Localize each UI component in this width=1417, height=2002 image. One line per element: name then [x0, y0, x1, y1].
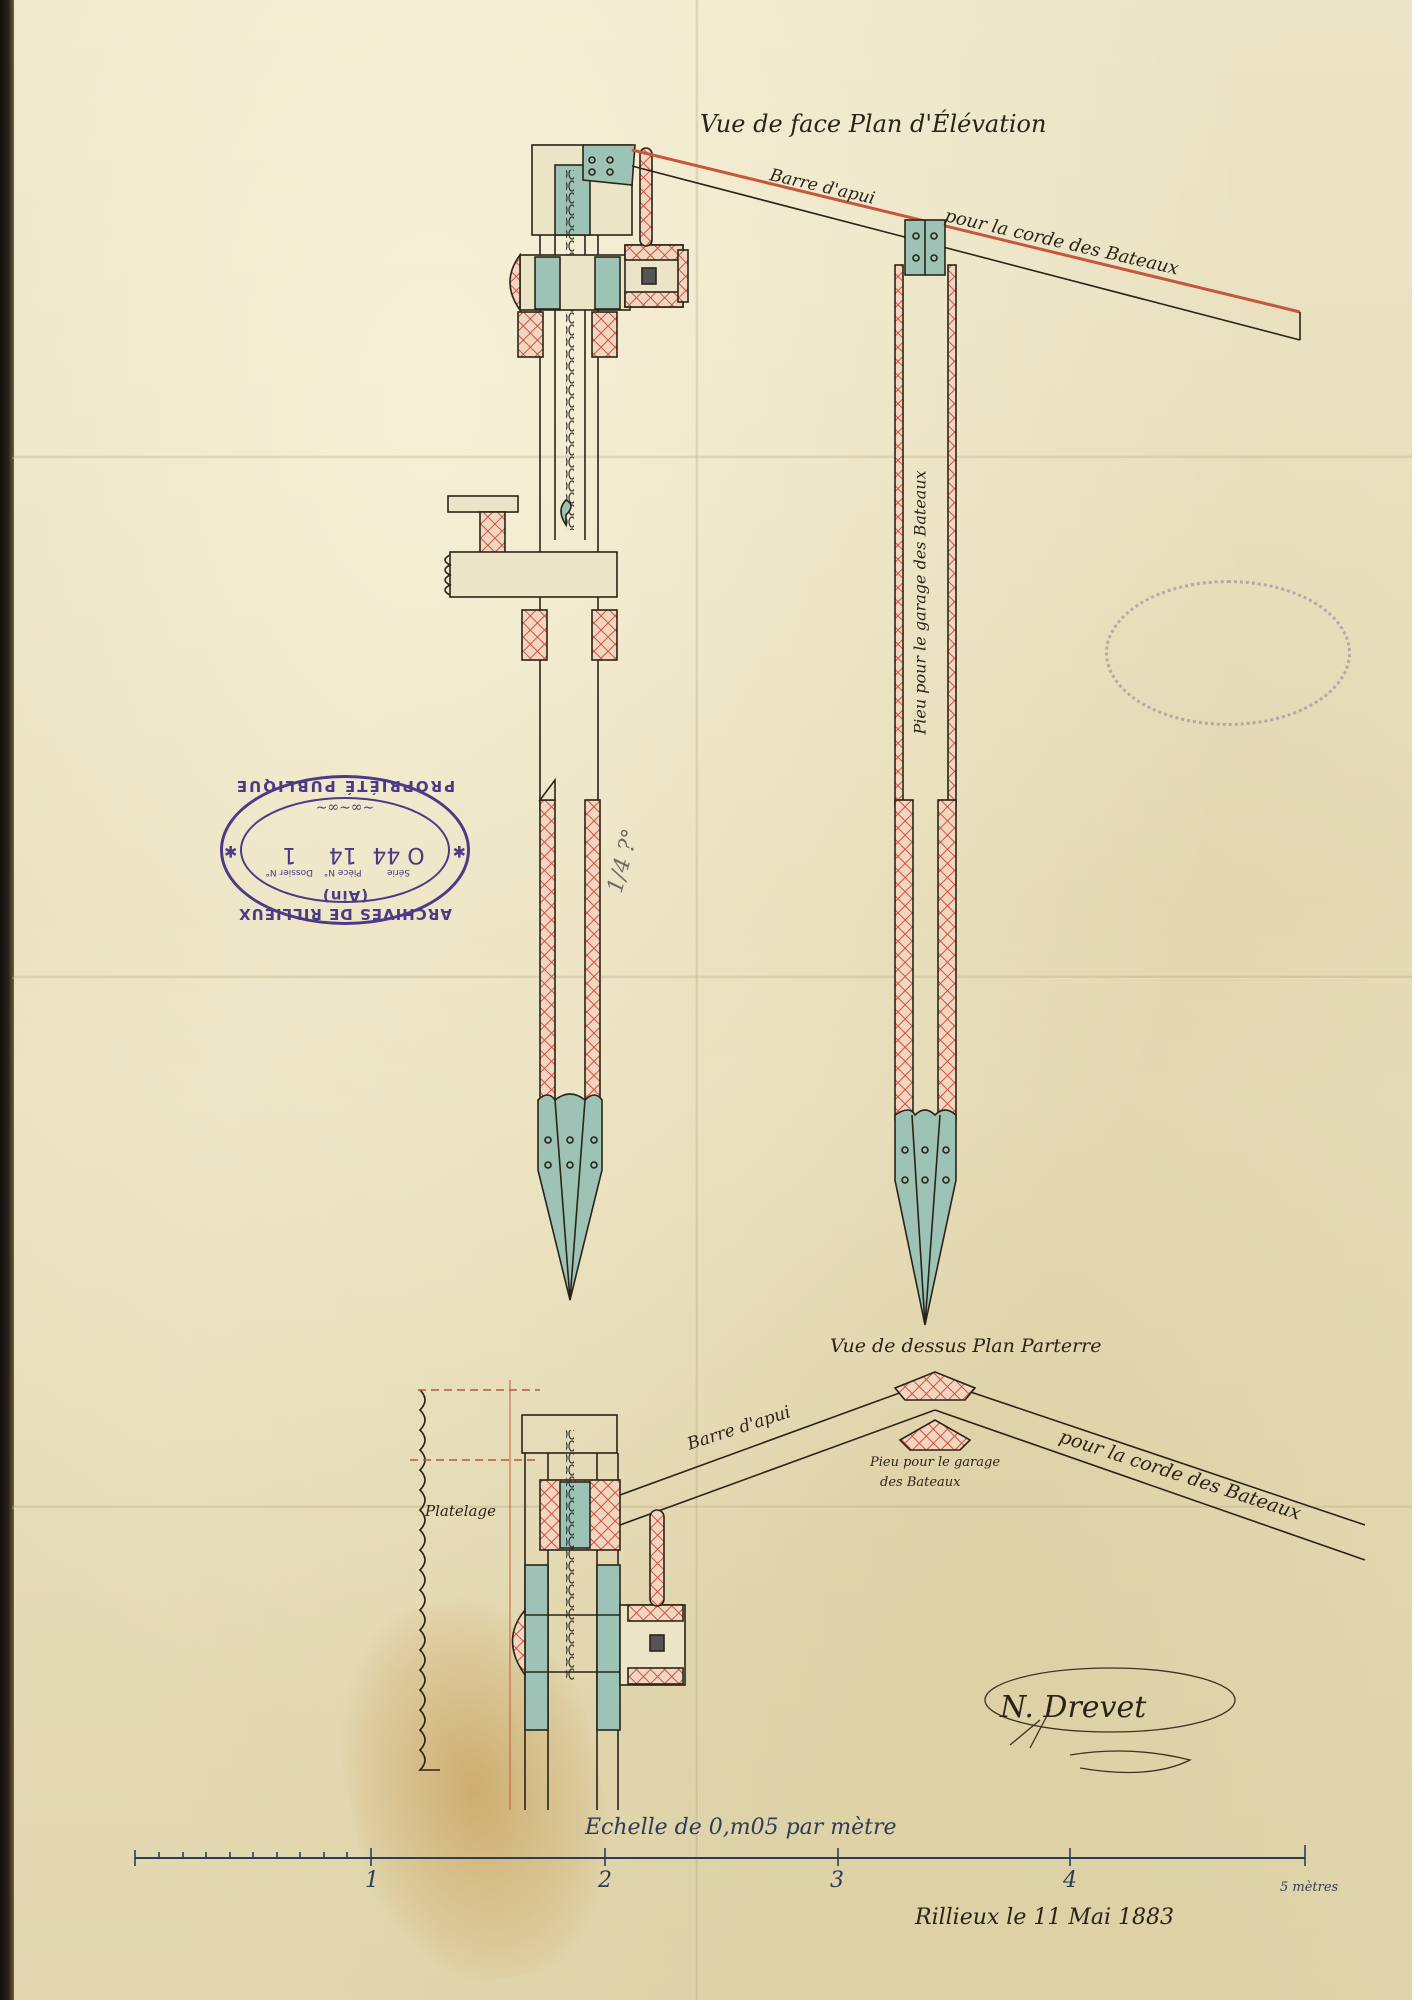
field-value: O 44: [372, 842, 425, 867]
paper-sheet: [12, 0, 1412, 2000]
label-platelage: Platelage: [425, 1502, 496, 1520]
stamp-bottom-text: PROPRIÉTÉ PUBLIQUE: [234, 777, 456, 795]
elevation-title: Vue de face Plan d'Élévation: [700, 110, 1047, 138]
scan-edge: [0, 0, 14, 2000]
scale-tick-5: 5 mètres: [1280, 1880, 1339, 1895]
fold-line: [695, 0, 699, 2000]
signature-flourish: [984, 1667, 1236, 1774]
scale-tick-1: 1: [365, 1868, 379, 1893]
label-pieu-plan-2: des Bateaux: [880, 1475, 961, 1490]
stamp-field-piece: Pièce N° 14: [324, 842, 362, 877]
place-date: Rillieux le 11 Mai 1883: [915, 1905, 1174, 1930]
fold-line: [12, 455, 1412, 459]
signature: N. Drevet: [1000, 1690, 1147, 1725]
scale-tick-4: 4: [1063, 1868, 1077, 1893]
stamp-field-dossier: Dossier N° 1: [265, 842, 313, 877]
plan-title: Vue de dessus Plan Parterre: [830, 1335, 1102, 1357]
star-icon: ✱: [452, 842, 466, 861]
fold-line: [12, 975, 1412, 979]
stamp-top-text: ARCHIVES DE RILLIEUX (Ain): [238, 887, 452, 923]
label-pieu-garage: Pieu pour le garage des Bateaux: [910, 470, 930, 735]
barre-apui-elevation: [631, 148, 1301, 341]
fold-line: [12, 1505, 1412, 1509]
left-post-elevation: [444, 144, 689, 1301]
plan-parterre: [410, 1371, 1366, 1810]
field-value: 1: [282, 842, 297, 867]
faded-stamp: [1105, 580, 1351, 726]
stamp-field-serie: Série O 44: [372, 842, 424, 877]
field-value: 14: [328, 842, 357, 867]
scale-tick-3: 3: [830, 1868, 844, 1893]
field-label: Série: [386, 867, 410, 877]
field-label: Dossier N°: [265, 867, 314, 877]
scale-bar: [134, 1845, 1306, 1866]
scale-title: Echelle de 0,m05 par mètre: [585, 1815, 897, 1840]
scale-tick-2: 2: [598, 1868, 612, 1893]
star-icon: ✱: [224, 842, 238, 861]
archive-stamp: ARCHIVES DE RILLIEUX (Ain) PROPRIÉTÉ PUB…: [220, 775, 470, 925]
stamp-ornament: ~∞~∞~: [315, 799, 375, 815]
pieu-elevation: [894, 264, 957, 1326]
label-pieu-plan: Pieu pour le garage: [870, 1455, 1001, 1470]
field-label: Pièce N°: [323, 867, 362, 877]
